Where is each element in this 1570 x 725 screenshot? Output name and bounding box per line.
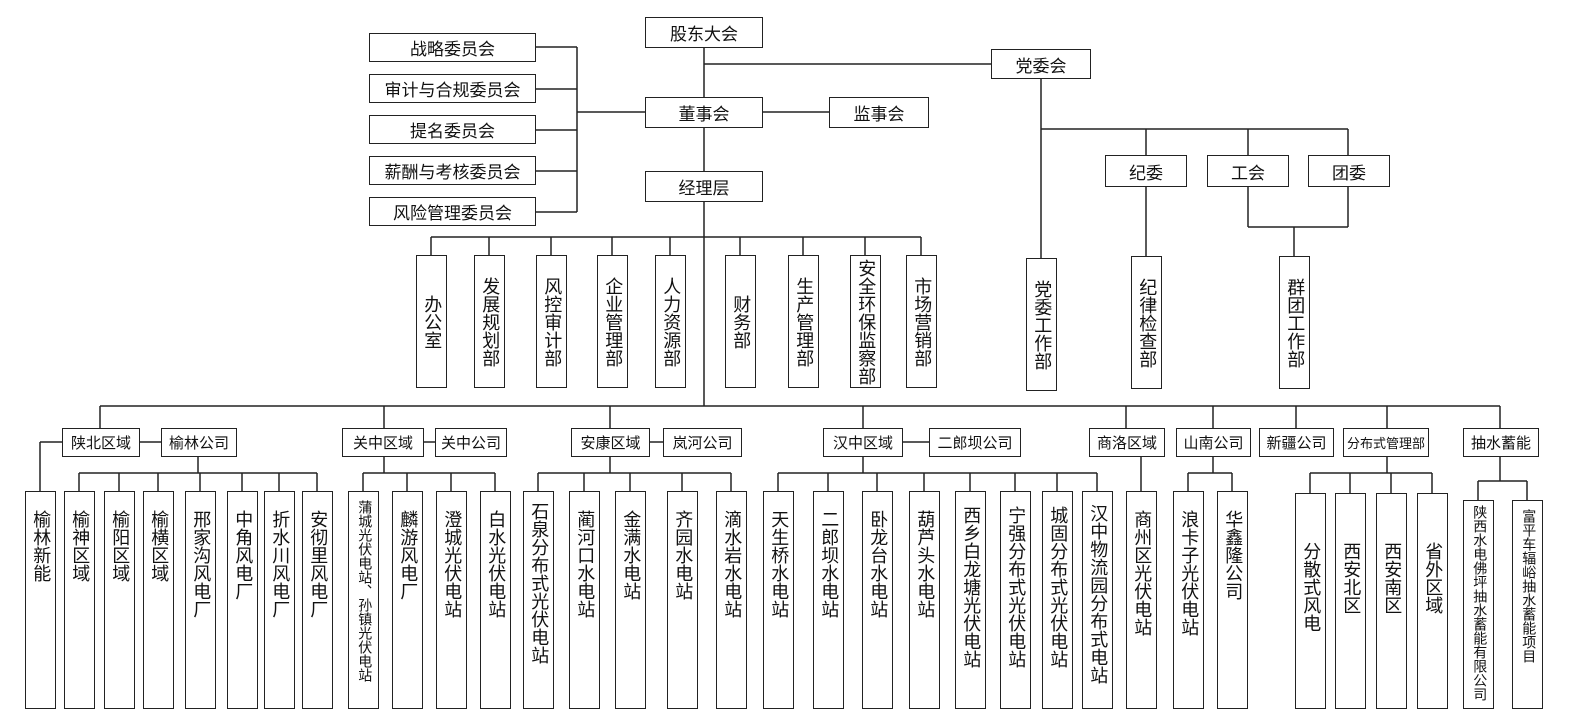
- region-pumped-storage: 抽水蓄能: [1463, 428, 1539, 457]
- dept-distributed-management: 分布式管理部: [1343, 428, 1429, 457]
- dept-development-planning: 发展规划部: [474, 255, 505, 388]
- unit-pumped-storage: 富平车辐峪抽水蓄能项目: [1512, 500, 1543, 709]
- dept-human-resources: 人力资源部: [655, 255, 686, 388]
- committee-nomination: 提名委员会: [369, 115, 536, 144]
- unit-hanzhong: 西乡白龙塘光伏电站: [955, 491, 986, 709]
- dept-production-management: 生产管理部: [788, 255, 819, 388]
- unit-ankang: 金满水电站: [615, 491, 646, 709]
- committee-strategy: 战略委员会: [369, 33, 536, 62]
- committee-risk: 风险管理委员会: [369, 197, 536, 226]
- unit-yulin-xinneng: 榆林新能: [25, 491, 56, 709]
- unit-shaanbei: 榆横区域: [143, 491, 174, 709]
- mass-org-dept-box: 群团工作部: [1279, 256, 1310, 389]
- company-xinjiang: 新疆公司: [1259, 428, 1334, 457]
- unit-hanzhong: 宁强分布式光伏电站: [1000, 491, 1031, 709]
- company-erlangba: 二郎坝公司: [929, 428, 1021, 457]
- committee-compensation: 薪酬与考核委员会: [369, 156, 536, 185]
- unit-shaanbei: 榆神区域: [64, 491, 95, 709]
- unit-hanzhong: 二郎坝水电站: [813, 491, 844, 709]
- company-guanzhong: 关中公司: [435, 428, 507, 457]
- unit-shaanbei: 榆阳区域: [104, 491, 135, 709]
- dept-safety-environment: 安全环保监察部: [850, 255, 881, 388]
- party-work-dept-box: 党委工作部: [1026, 258, 1057, 391]
- supervisory-board-box: 监事会: [829, 97, 929, 128]
- unit-shaanbei: 折水川风电厂: [264, 491, 295, 709]
- unit-ankang: 齐园水电站: [667, 491, 698, 709]
- region-guanzhong: 关中区域: [342, 428, 424, 457]
- unit-ankang: 蔺河口水电站: [569, 491, 600, 709]
- unit-hanzhong: 城固分布式光伏电站: [1042, 491, 1073, 709]
- shareholders-meeting-box: 股东大会: [645, 17, 763, 48]
- unit-distributed: 西安南区: [1376, 493, 1407, 709]
- management-box: 经理层: [645, 171, 763, 202]
- unit-distributed: 西安北区: [1335, 493, 1366, 709]
- dept-risk-audit: 风控审计部: [536, 255, 567, 388]
- unit-shaanbei: 中角风电厂: [227, 491, 258, 709]
- dept-marketing: 市场营销部: [906, 255, 937, 388]
- committee-audit-compliance: 审计与合规委员会: [369, 74, 536, 103]
- unit-guanzhong: 澄城光伏电站: [436, 491, 467, 709]
- unit-hanzhong: 卧龙台水电站: [862, 491, 893, 709]
- labor-union-box: 工会: [1207, 155, 1289, 187]
- unit-ankang: 石泉分布式光伏电站: [523, 491, 554, 709]
- unit-guanzhong: 麟游风电厂: [392, 491, 423, 709]
- region-shangluo: 商洛区域: [1089, 428, 1165, 457]
- unit-hanzhong: 天生桥水电站: [763, 491, 794, 709]
- dept-enterprise-management: 企业管理部: [597, 255, 628, 388]
- region-shaanbei: 陕北区域: [62, 428, 140, 457]
- discipline-committee-box: 纪委: [1105, 155, 1187, 187]
- unit-shannan: 浪卡子光伏电站: [1173, 491, 1204, 709]
- board-of-directors-box: 董事会: [645, 97, 763, 128]
- dept-office: 办公室: [416, 255, 447, 388]
- party-committee-box: 党委会: [991, 49, 1091, 79]
- unit-distributed: 省外区域: [1417, 493, 1448, 709]
- unit-hanzhong: 汉中物流园分布式电站: [1082, 491, 1113, 709]
- company-yulin: 榆林公司: [161, 428, 237, 457]
- unit-ankang: 滴水岩水电站: [716, 491, 747, 709]
- unit-guanzhong: 白水光伏电站: [480, 491, 511, 709]
- unit-shaanbei: 安彻里风电厂: [302, 491, 333, 709]
- region-ankang: 安康区域: [571, 428, 650, 457]
- unit-shaanbei: 邢家沟风电厂: [185, 491, 216, 709]
- unit-guanzhong: 蒲城光伏电站、孙镇光伏电站: [348, 491, 379, 709]
- discipline-dept-box: 纪律检查部: [1131, 256, 1162, 389]
- region-hanzhong: 汉中区域: [823, 428, 903, 457]
- company-lanhe: 岚河公司: [663, 428, 742, 457]
- company-shannan: 山南公司: [1176, 428, 1251, 457]
- unit-distributed: 分散式风电: [1295, 493, 1326, 709]
- dept-finance: 财务部: [725, 255, 756, 388]
- unit-hanzhong: 葫芦头水电站: [909, 491, 940, 709]
- unit-shangluo: 商州区光伏电站: [1126, 491, 1157, 709]
- youth-league-box: 团委: [1308, 155, 1390, 187]
- unit-pumped-storage: 陕西水电佛坪抽水蓄能有限公司: [1463, 500, 1494, 709]
- unit-shannan: 华鑫隆公司: [1217, 491, 1248, 709]
